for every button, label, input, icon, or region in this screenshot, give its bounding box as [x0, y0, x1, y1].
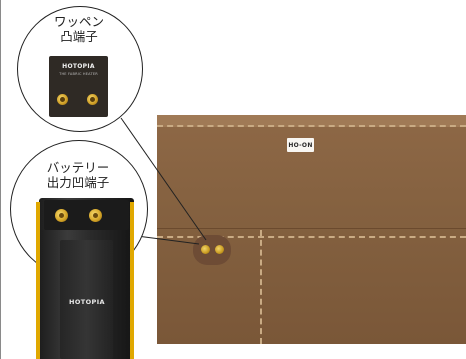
patch-callout-label-line2: 凸端子 — [60, 29, 98, 44]
fabric-brand-tag-text: HO-ON — [288, 141, 313, 149]
patch-plate-brand: HOTOPIA — [62, 63, 95, 70]
fabric-brand-tag: HO-ON — [287, 138, 314, 152]
battery-groove — [60, 240, 113, 359]
fabric-stitch-vertical — [260, 230, 262, 344]
fabric-patch — [193, 235, 231, 265]
battery-terminal-right — [89, 209, 102, 222]
fabric-stitch-middle — [157, 236, 466, 238]
patch-connector-plate: HOTOPIA THE FABRIC HEATER — [49, 56, 108, 117]
battery-terminal-face — [44, 200, 129, 230]
fabric-top-band — [157, 115, 466, 127]
fabric-terminal-right — [215, 245, 224, 254]
fabric-panel — [157, 115, 466, 344]
battery-accent-left — [36, 202, 40, 359]
fabric-terminal-left — [201, 245, 210, 254]
patch-plate-subtitle: THE FABRIC HEATER — [59, 72, 98, 76]
patch-callout-label: ワッペン 凸端子 — [17, 14, 141, 44]
patch-terminal-right — [87, 94, 98, 105]
left-border-line — [0, 0, 1, 359]
battery-accent-right — [130, 202, 134, 359]
battery-brand-logo: HOTOPIA — [69, 298, 105, 306]
battery-callout-label: バッテリー 出力凹端子 — [10, 160, 146, 190]
battery-terminal-left — [55, 209, 68, 222]
battery-callout-label-line2: 出力凹端子 — [46, 175, 110, 190]
battery-callout-label-line1: バッテリー — [46, 160, 110, 175]
fabric-seam — [157, 228, 466, 229]
fabric-stitch-top — [157, 125, 466, 127]
patch-terminal-left — [57, 94, 68, 105]
patch-callout-label-line1: ワッペン — [53, 14, 104, 29]
